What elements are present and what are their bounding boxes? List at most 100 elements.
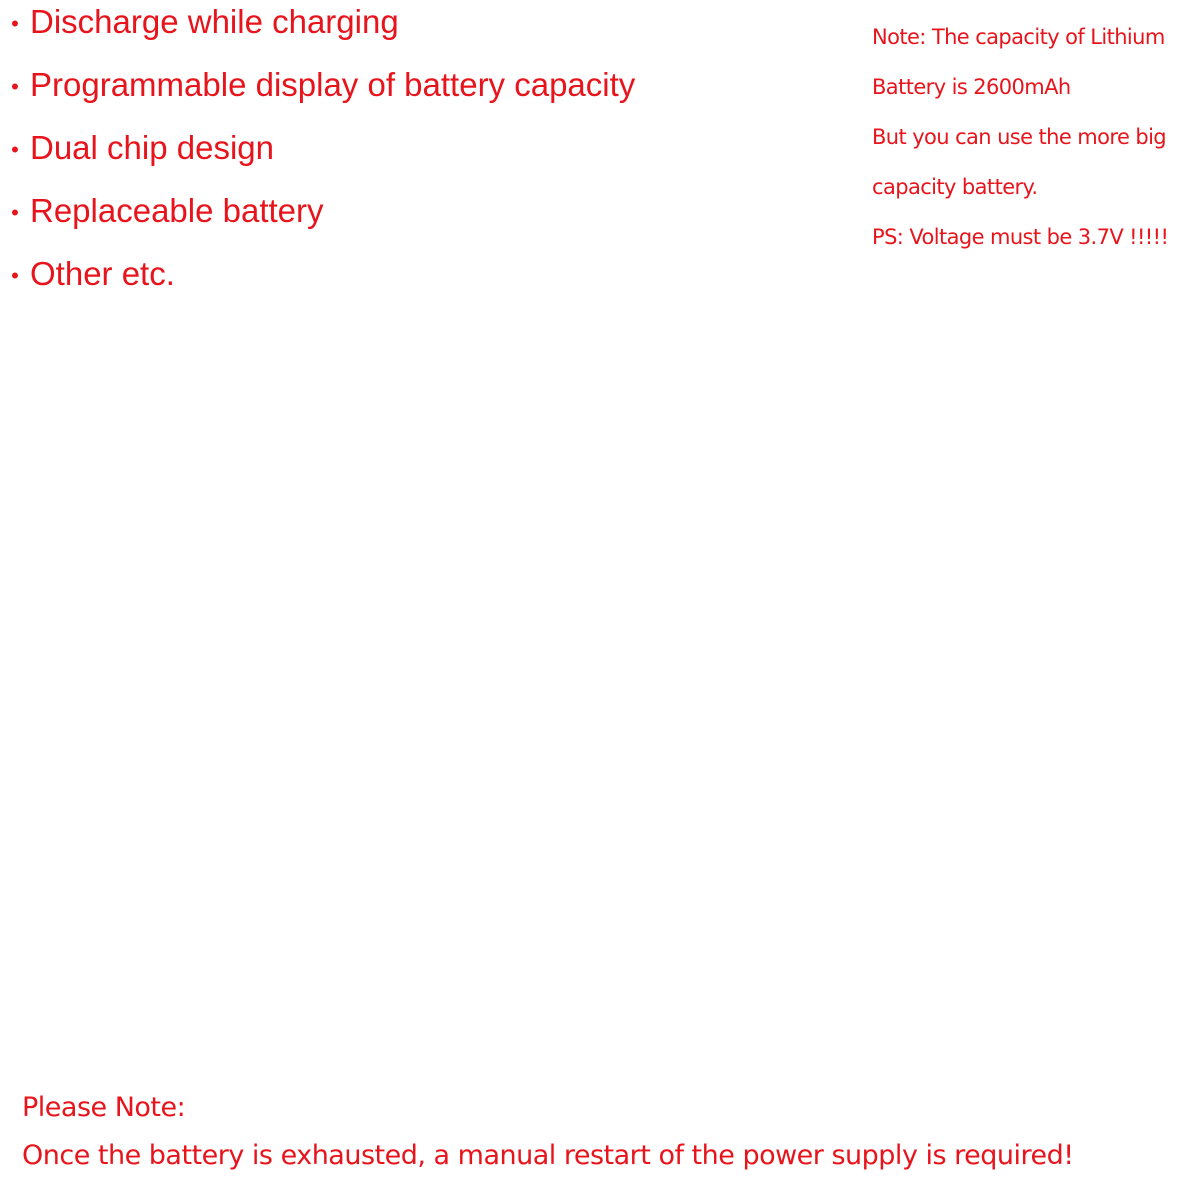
proto-hole: [612, 924, 621, 933]
feature-item: •Replaceable battery: [0, 194, 323, 227]
mount-hole: [842, 697, 874, 729]
proto-hole: [594, 918, 602, 927]
proto-hole: [616, 651, 624, 659]
proto-hole: [691, 881, 700, 890]
header-pin: [616, 503, 624, 549]
proto-hole: [568, 772, 577, 781]
proto-hole: [545, 742, 554, 750]
proto-hole: [697, 815, 705, 824]
proto-hole: [599, 851, 608, 860]
proto-hole: [682, 833, 691, 842]
header-pin: [458, 409, 466, 456]
proto-hole: [646, 821, 655, 830]
proto-hole: [617, 857, 626, 866]
proto-hole: [525, 827, 534, 835]
proto-hole: [640, 887, 649, 896]
proto-hole: [673, 875, 682, 884]
feature-label: Dual chip design: [30, 129, 274, 166]
proto-hole: [650, 845, 659, 854]
proto-hole: [767, 724, 776, 733]
proto-hole: [643, 705, 651, 714]
proto-hole: [630, 930, 639, 939]
header-pin: [773, 597, 781, 643]
proto-hole: [655, 778, 664, 787]
mount-hole: [536, 1056, 568, 1088]
header-pin: [557, 468, 564, 514]
header-pin: [763, 617, 771, 663]
proto-hole: [712, 705, 721, 714]
proto-hole: [534, 875, 543, 884]
header-pin: [517, 444, 525, 491]
header-pin: [694, 550, 702, 596]
header-pin: [507, 464, 515, 511]
proto-hole: [668, 851, 677, 860]
proto-hole: [638, 681, 647, 690]
proto-hole: [465, 875, 474, 884]
proto-hole: [692, 790, 701, 799]
feature-item: •Other etc.: [0, 257, 175, 290]
proto-hole: [603, 875, 612, 884]
proto-hole: [762, 790, 770, 799]
proto-hole: [670, 760, 678, 769]
header-pin: [684, 570, 692, 616]
proto-hole: [652, 663, 661, 672]
proto-hole: [661, 711, 670, 720]
proto-hole: [720, 754, 729, 763]
proto-hole: [563, 748, 572, 757]
header-pin: [655, 526, 663, 573]
proto-hole: [627, 815, 636, 823]
proto-hole: [711, 796, 720, 805]
proto-hole: [735, 736, 743, 745]
proto-hole: [507, 820, 516, 829]
red-wire: [106, 392, 441, 673]
header-pin: [478, 421, 486, 467]
board-title: RaspPi UPS HAT V1.0: [258, 827, 550, 1066]
proto-hole: [503, 796, 512, 805]
bullet-icon: •: [11, 137, 19, 163]
led-label: LED2: [464, 956, 489, 978]
feature-label: Programmable display of battery capacity: [30, 66, 636, 103]
proto-hole: [624, 699, 633, 708]
proto-hole: [702, 748, 711, 757]
proto-hole: [567, 863, 575, 872]
proto-hole: [586, 778, 595, 787]
proto-hole: [578, 729, 586, 738]
proto-hole: [636, 863, 645, 872]
proto-hole: [744, 693, 753, 702]
proto-hole: [649, 936, 658, 945]
header-pin: [645, 546, 653, 593]
proto-hole: [535, 784, 544, 793]
feature-label: Other etc.: [30, 255, 175, 292]
proto-hole: [493, 839, 502, 848]
proto-hole: [763, 699, 772, 708]
feature-item: • Dual chip design: [0, 131, 274, 164]
feature-item: •Programmable display of battery capacit…: [0, 68, 635, 101]
proto-hole: [705, 863, 714, 872]
header-pin: [832, 632, 840, 678]
header-pin: [665, 558, 673, 604]
proto-hole: [743, 784, 752, 793]
proto-hole: [613, 833, 622, 842]
capacity-note: Note: The capacity of Lithium Battery is…: [872, 12, 1169, 262]
proto-hole: [688, 766, 697, 775]
proto-hole: [665, 736, 674, 745]
header-pin: [793, 608, 801, 655]
bottom-note-text: Once the battery is exhausted, a manual …: [22, 1140, 1074, 1171]
feature-label: Discharge while charging: [30, 3, 399, 40]
proto-hole: [540, 808, 548, 817]
proto-hole: [678, 809, 687, 817]
proto-hole: [628, 723, 637, 732]
proto-hole: [715, 821, 724, 830]
proto-hole: [600, 760, 609, 769]
proto-holes: [446, 651, 827, 945]
proto-hole: [572, 796, 581, 805]
proto-hole: [609, 808, 618, 817]
proto-hole: [654, 869, 663, 878]
header-pin: [744, 605, 751, 651]
battery-tape: [420, 168, 700, 420]
header-pin: [704, 581, 712, 628]
proto-hole: [520, 893, 529, 902]
header-pin: [547, 488, 554, 534]
proto-hole: [675, 693, 684, 702]
proto-hole: [517, 778, 526, 787]
